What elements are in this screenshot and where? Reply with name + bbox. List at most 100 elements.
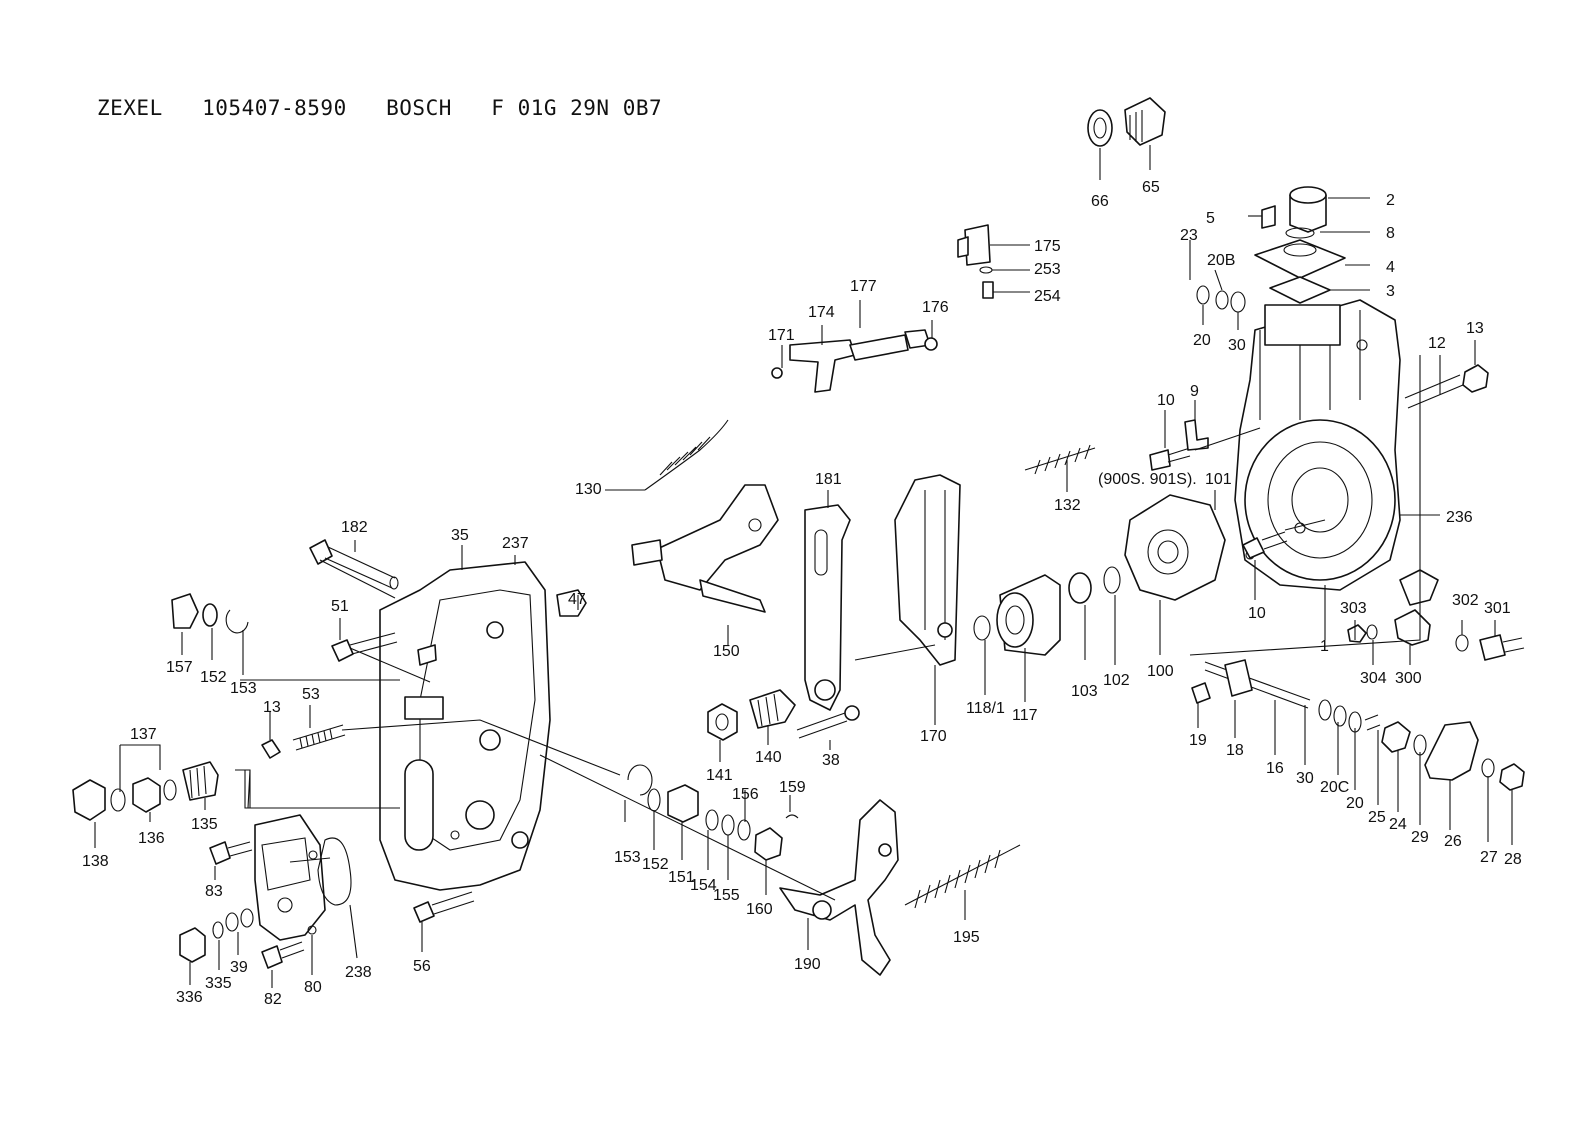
label-159: 159 — [779, 779, 806, 796]
label-10-top: 10 — [1157, 392, 1175, 409]
label-47: 47 — [568, 591, 586, 608]
label-23: 23 — [1180, 227, 1198, 244]
control-shaft — [1191, 659, 1525, 791]
label-13-left: 13 — [263, 699, 281, 716]
label-25: 25 — [1368, 809, 1386, 826]
small-cover — [179, 814, 326, 969]
label-101: 101 — [1205, 471, 1232, 488]
control-arm — [804, 504, 851, 711]
label-154: 154 — [690, 877, 717, 894]
label-16: 16 — [1266, 760, 1284, 777]
label-152-row: 152 — [642, 856, 669, 873]
bolt-56 — [413, 891, 475, 923]
label-30-top: 30 — [1228, 337, 1246, 354]
label-66: 66 — [1091, 193, 1109, 210]
leader-lines — [94, 145, 1513, 988]
label-237: 237 — [502, 535, 529, 552]
label-303: 303 — [1340, 600, 1367, 617]
cover-plate — [1254, 186, 1346, 304]
part-labels: 66 65 2 5 8 4 3 23 20B 20 30 175 253 254… — [82, 179, 1522, 1008]
label-900s-901s: (900S. 901S). — [1098, 471, 1197, 488]
label-30-lower: 30 — [1296, 770, 1314, 787]
label-4: 4 — [1386, 259, 1395, 276]
label-155: 155 — [713, 887, 740, 904]
return-spring — [904, 844, 1021, 909]
stop-lever-block — [957, 224, 994, 299]
label-103: 103 — [1071, 683, 1098, 700]
plug — [556, 589, 587, 617]
label-135: 135 — [191, 816, 218, 833]
sensor-assembly — [1347, 569, 1525, 661]
stud-13 — [1404, 364, 1489, 409]
label-12: 12 — [1428, 335, 1446, 352]
cap-rings-left — [171, 593, 249, 634]
label-335: 335 — [205, 975, 232, 992]
delivery-fitting — [1087, 97, 1166, 147]
assembly-axes — [235, 427, 1326, 901]
label-3: 3 — [1386, 283, 1395, 300]
label-9: 9 — [1190, 383, 1199, 400]
label-153-row: 153 — [614, 849, 641, 866]
bolt-bracket — [1149, 419, 1209, 471]
label-153-left: 153 — [230, 680, 257, 697]
label-301: 301 — [1484, 600, 1511, 617]
label-24: 24 — [1389, 816, 1407, 833]
label-151: 151 — [668, 869, 695, 886]
label-53: 53 — [302, 686, 320, 703]
label-132: 132 — [1054, 497, 1081, 514]
label-304: 304 — [1360, 670, 1387, 687]
start-spring — [1024, 444, 1096, 475]
label-65: 65 — [1142, 179, 1160, 196]
label-156: 156 — [732, 786, 759, 803]
pump-housing — [1234, 299, 1401, 591]
label-28: 28 — [1504, 851, 1522, 868]
label-118-1: 118/1 — [966, 700, 1005, 717]
label-157: 157 — [166, 659, 193, 676]
label-152-left: 152 — [200, 669, 227, 686]
label-336: 336 — [176, 989, 203, 1006]
label-160: 160 — [746, 901, 773, 918]
adjusting-lever — [771, 318, 938, 393]
label-130: 130 — [575, 481, 602, 498]
washers-top — [1196, 285, 1246, 313]
label-20-top: 20 — [1193, 332, 1211, 349]
label-140: 140 — [755, 749, 782, 766]
diagram-title: ZEXEL 105407-8590 BOSCH F 01G 29N 0B7 — [97, 96, 663, 120]
label-39: 39 — [230, 959, 248, 976]
label-19: 19 — [1189, 732, 1207, 749]
governor-cover — [379, 561, 551, 891]
label-5: 5 — [1206, 210, 1215, 227]
label-20B: 20B — [1207, 252, 1235, 269]
label-10-lower: 10 — [1248, 605, 1266, 622]
tension-lever — [894, 474, 961, 666]
label-300: 300 — [1395, 670, 1422, 687]
label-138: 138 — [82, 853, 109, 870]
control-lever — [779, 799, 899, 976]
label-238: 238 — [345, 964, 372, 981]
label-174: 174 — [808, 304, 835, 321]
label-181: 181 — [815, 471, 842, 488]
label-175: 175 — [1034, 238, 1061, 255]
label-195: 195 — [953, 929, 980, 946]
label-13-top: 13 — [1466, 320, 1484, 337]
nut-spring-screw — [707, 689, 860, 741]
stud-bolt — [309, 539, 399, 590]
governor-spring-lever — [631, 419, 779, 613]
label-82: 82 — [264, 991, 282, 1008]
label-236: 236 — [1446, 509, 1473, 526]
label-20-lower: 20 — [1346, 795, 1364, 812]
label-38: 38 — [822, 752, 840, 769]
label-182: 182 — [341, 519, 368, 536]
flyweight-holder — [1124, 494, 1226, 601]
label-170: 170 — [920, 728, 947, 745]
label-26: 26 — [1444, 833, 1462, 850]
label-80: 80 — [304, 979, 322, 996]
label-1: 1 — [1320, 638, 1329, 655]
gasket-ring — [317, 837, 352, 906]
label-29: 29 — [1411, 829, 1429, 846]
label-171: 171 — [768, 327, 795, 344]
label-137: 137 — [130, 726, 157, 743]
label-18: 18 — [1226, 742, 1244, 759]
